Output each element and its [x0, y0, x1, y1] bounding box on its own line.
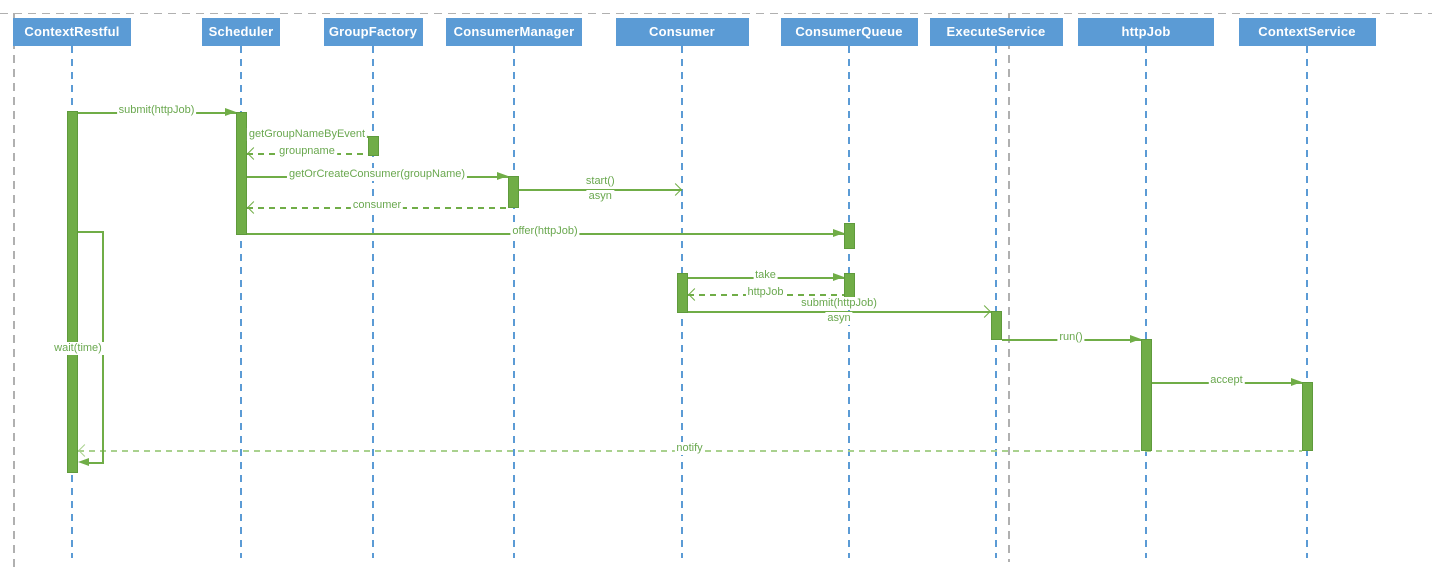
participant-consumer: Consumer — [615, 18, 749, 46]
activation-httpjob — [1140, 339, 1152, 451]
page-break-line-v — [13, 13, 15, 568]
participant-label: Consumer — [649, 23, 715, 39]
self-message-line-out — [77, 231, 102, 233]
arrowhead-open — [977, 305, 991, 318]
message-label: start() — [583, 175, 617, 188]
message-label: httpJob — [745, 286, 786, 299]
arrowhead-filled — [78, 458, 89, 466]
participant-label: httpJob — [1121, 23, 1171, 39]
message-label: accept — [1208, 374, 1245, 387]
message-label: take — [753, 269, 778, 282]
arrowhead-filled — [1290, 378, 1302, 386]
self-message-label: wait(time) — [52, 342, 104, 355]
message-label: run() — [1057, 331, 1085, 344]
activation-consumerqueue — [843, 223, 855, 249]
participant-label: ContextRestful — [24, 23, 120, 39]
participant-label: ContextService — [1258, 23, 1356, 39]
activation-consumermanager — [507, 176, 519, 208]
arrowhead-open — [77, 444, 91, 457]
message-label: getOrCreateConsumer(groupName) — [286, 168, 468, 181]
participant-label: ConsumerManager — [453, 23, 575, 39]
participant-consumermanager: ConsumerManager — [446, 18, 582, 46]
message-sublabel: asyn — [825, 312, 853, 325]
activation-contextrestful — [66, 111, 78, 473]
participant-label: ConsumerQueue — [795, 23, 903, 39]
activation-consumer — [676, 273, 688, 313]
arrowhead-filled — [832, 229, 844, 237]
arrowhead-filled — [832, 273, 844, 281]
activation-groupfactory — [367, 136, 379, 156]
lifeline-scheduler — [240, 46, 242, 558]
participant-groupfactory: GroupFactory — [323, 18, 423, 46]
message-label: getGroupNameByEvent — [246, 128, 368, 141]
participant-label: Scheduler — [208, 23, 274, 39]
message-line — [687, 311, 991, 313]
participant-label: GroupFactory — [328, 23, 418, 39]
message-label: groupname — [277, 145, 337, 158]
participant-executeservice: ExecuteService — [929, 18, 1063, 46]
message-label: notify — [674, 442, 705, 455]
page-break-line-h — [0, 13, 1432, 14]
arrowhead-filled — [496, 172, 508, 180]
activation-scheduler — [235, 112, 247, 235]
arrowhead-filled — [1129, 335, 1141, 343]
arrowhead-open — [669, 183, 682, 196]
message-label: submit(httpJob) — [799, 297, 879, 310]
participant-scheduler: Scheduler — [202, 18, 280, 46]
participant-contextrestful: ContextRestful — [13, 18, 131, 46]
activation-contextservice — [1301, 382, 1313, 451]
page-break-line-v — [1008, 13, 1010, 562]
self-message-line-back — [86, 462, 102, 464]
participant-httpjob: httpJob — [1078, 18, 1214, 46]
activation-executeservice — [990, 311, 1002, 340]
message-label: consumer — [350, 199, 404, 212]
participant-label: ExecuteService — [946, 23, 1046, 39]
participant-contextservice: ContextService — [1238, 18, 1376, 46]
arrowhead-open — [246, 147, 260, 160]
message-label: submit(httpJob) — [116, 104, 197, 117]
arrowhead-open — [246, 201, 260, 214]
lifeline-executeservice — [995, 46, 997, 558]
message-line — [518, 189, 682, 191]
arrowhead-open — [687, 288, 701, 301]
message-sublabel: asyn — [586, 190, 614, 203]
arrowhead-filled — [224, 108, 236, 116]
lifeline-contextservice — [1306, 46, 1308, 558]
lifeline-httpjob — [1145, 46, 1147, 558]
participant-consumerqueue: ConsumerQueue — [780, 18, 918, 46]
message-label: offer(httpJob) — [510, 225, 580, 238]
lifeline-groupfactory — [372, 46, 374, 558]
lifeline-consumermanager — [513, 46, 515, 558]
